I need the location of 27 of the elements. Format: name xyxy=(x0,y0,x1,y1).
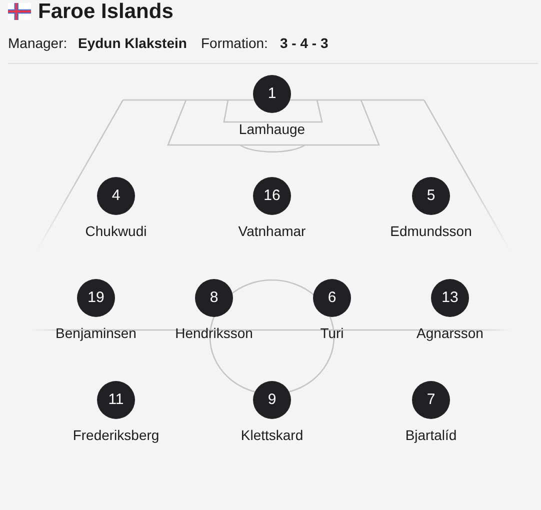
player-name: Lamhauge xyxy=(238,121,306,137)
formation-label: Formation: xyxy=(201,35,268,51)
player-name: Agnarsson xyxy=(416,325,484,341)
player-marker: 8 xyxy=(195,279,233,317)
player-marker: 5 xyxy=(412,177,450,215)
player-marker: 6 xyxy=(313,279,351,317)
player-name: Benjaminsen xyxy=(56,325,136,341)
player-marker: 7 xyxy=(412,381,450,419)
player-marker: 4 xyxy=(97,177,135,215)
player-name: Hendriksson xyxy=(175,325,253,341)
player-name: Frederiksberg xyxy=(72,427,160,443)
player-name: Turi xyxy=(320,325,344,341)
player-name: Vatnhamar xyxy=(238,223,306,239)
player-name: Klettskard xyxy=(240,427,304,443)
team-name: Faroe Islands xyxy=(38,0,174,24)
player-marker: 11 xyxy=(97,381,135,419)
manager-name: Eydun Klakstein xyxy=(78,35,187,51)
player-name: Chukwudi xyxy=(85,223,147,239)
formation-value: 3 - 4 - 3 xyxy=(280,35,328,51)
player-marker: 13 xyxy=(431,279,469,317)
manager-label: Manager: xyxy=(8,35,68,51)
player-marker: 1 xyxy=(253,75,291,113)
player-marker: 16 xyxy=(253,177,291,215)
player-marker: 9 xyxy=(253,381,291,419)
player-marker: 19 xyxy=(77,279,115,317)
player-name: Bjartalíd xyxy=(405,427,457,443)
player-name: Edmundsson xyxy=(390,223,472,239)
